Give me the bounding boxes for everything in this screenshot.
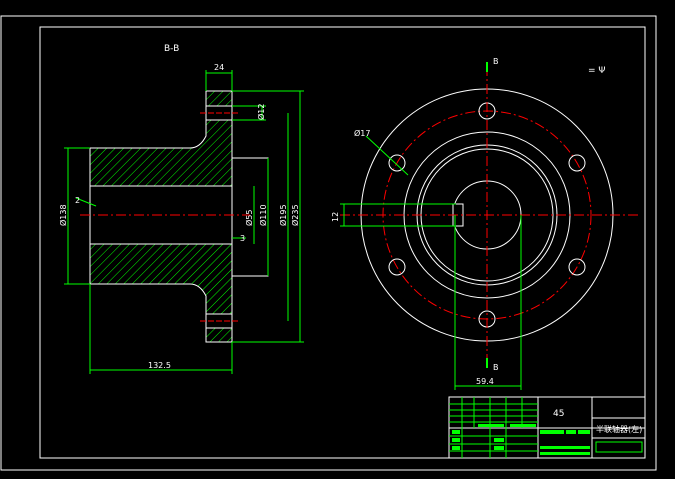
counterbore: [231, 157, 269, 277]
dim-d12: Ø12: [256, 104, 266, 120]
tb-text-block: [540, 430, 564, 434]
dim-2: 2: [75, 196, 80, 205]
dim-3: 3: [240, 234, 245, 243]
bolt-hole: [388, 258, 406, 276]
section-view: [64, 70, 304, 374]
tb-text-block: [452, 430, 460, 434]
bolt-hole: [388, 154, 406, 172]
dim-keywidth: 12: [331, 212, 340, 222]
outer-frame: [0, 15, 657, 471]
tb-text-block: [566, 430, 576, 434]
tb-text-block: [540, 446, 590, 449]
dim-length: 132.5: [148, 361, 171, 370]
tb-text-block: [578, 430, 590, 434]
part-name-text: 半联轴器(左): [596, 424, 642, 434]
end-view: [340, 62, 640, 390]
dim-d138: Ø138: [58, 204, 68, 226]
leader-d17: [365, 135, 409, 176]
dim-d195: Ø195: [278, 204, 288, 226]
title-block: [448, 396, 646, 459]
inner-frame: [39, 26, 646, 459]
bolt-hole: [568, 154, 586, 172]
tb-text-block: [452, 438, 460, 442]
dim-d17: Ø17: [354, 128, 370, 138]
dim-d55: Ø55: [244, 210, 254, 226]
tb-text-block: [494, 438, 504, 442]
leader-2: [75, 197, 97, 207]
dim-keydepth: 59.4: [476, 377, 494, 386]
dim-d110: Ø110: [258, 204, 268, 226]
bolt-hole: [568, 258, 586, 276]
section-mark-bottom: B: [493, 363, 499, 372]
dim-d235: Ø235: [290, 204, 300, 226]
surface-symbol: = Ψ: [588, 66, 606, 76]
tb-text-block: [595, 441, 643, 453]
tb-text-block: [510, 424, 536, 427]
section-mark-top: B: [493, 57, 499, 66]
material-text: 45: [553, 409, 564, 419]
tb-text-block: [478, 424, 504, 427]
tb-text-block: [452, 446, 460, 450]
section-label: B-B: [164, 44, 179, 54]
dim-top-width: 24: [214, 63, 224, 72]
tb-text-block: [540, 452, 590, 455]
tb-text-block: [494, 446, 504, 450]
